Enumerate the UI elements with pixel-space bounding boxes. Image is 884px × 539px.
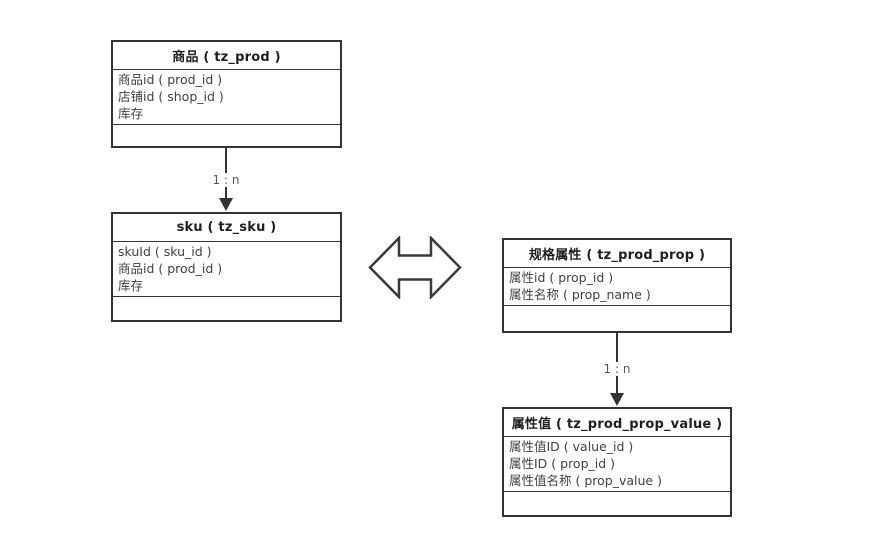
entity-prod-title: 商品 ( tz_prod ) [113,42,340,70]
cardinality-label: 1 : n [209,173,243,187]
entity-attribute: 属性id ( prop_id ) [509,270,614,285]
entity-prod-prop-empty-section [504,306,730,331]
arrowhead-down-icon [219,198,233,211]
arrowhead-down-icon [610,393,624,406]
entity-prod-prop: 规格属性 ( tz_prod_prop ) 属性id ( prop_id ) 属… [502,238,732,333]
entity-attribute: 属性ID ( prop_id ) [509,456,616,471]
double-arrow-icon [368,236,462,299]
entity-prod-empty-section [113,125,340,146]
entity-prod-prop-title: 规格属性 ( tz_prod_prop ) [504,240,730,268]
entity-prod: 商品 ( tz_prod ) 商品id ( prod_id ) 店铺id ( s… [111,40,342,148]
entity-attribute: 属性名称 ( prop_name ) [509,287,651,302]
entity-attribute: 商品id ( prod_id ) [118,72,223,87]
entity-attribute: 属性值ID ( value_id ) [509,439,634,454]
entity-prod-prop-value: 属性值 ( tz_prod_prop_value ) 属性值ID ( value… [502,407,732,517]
entity-attribute: 属性值名称 ( prop_value ) [509,473,662,488]
entity-prod-prop-value-title: 属性值 ( tz_prod_prop_value ) [504,409,730,437]
cardinality-label: 1 : n [600,362,634,376]
entity-sku: sku ( tz_sku ) skuId ( sku_id ) 商品id ( p… [111,212,342,322]
entity-attribute: 库存 [118,278,144,293]
entity-attribute: skuId ( sku_id ) [118,244,212,259]
entity-sku-empty-section [113,297,340,320]
entity-sku-attributes: skuId ( sku_id ) 商品id ( prod_id ) 库存 [113,242,340,297]
entity-prod-prop-attributes: 属性id ( prop_id ) 属性名称 ( prop_name ) [504,268,730,306]
entity-prod-prop-value-empty-section [504,492,730,515]
entity-attribute: 商品id ( prod_id ) [118,261,223,276]
entity-prod-prop-value-attributes: 属性值ID ( value_id ) 属性ID ( prop_id ) 属性值名… [504,437,730,492]
entity-attribute: 店铺id ( shop_id ) [118,89,224,104]
entity-sku-title: sku ( tz_sku ) [113,214,340,242]
entity-attribute: 库存 [118,106,144,121]
entity-prod-attributes: 商品id ( prod_id ) 店铺id ( shop_id ) 库存 [113,70,340,125]
